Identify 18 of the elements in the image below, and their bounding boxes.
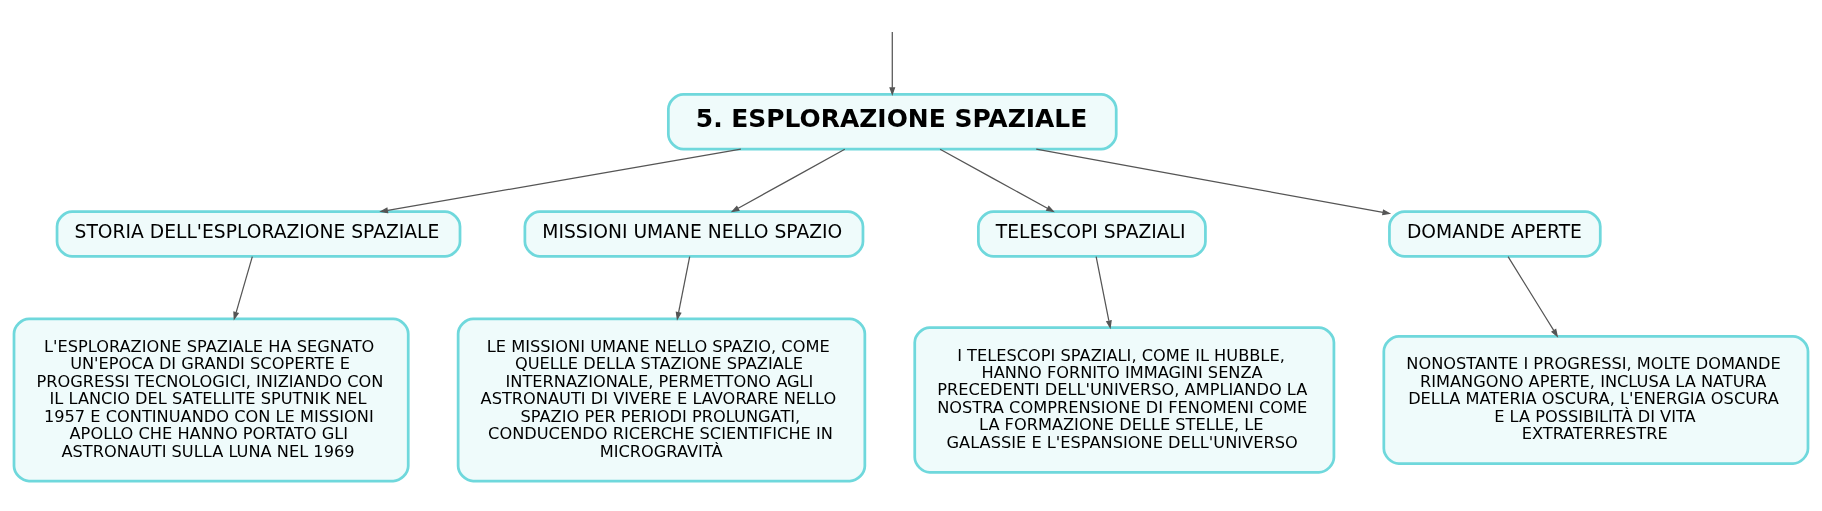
arrow (675, 255, 691, 321)
arrow (939, 148, 1055, 212)
node-box: L'ESPLORAZIONE SPAZIALE HA SEGNATO UN'EPOCA DI GRANDI SCOPERTE E PROGRESSI TECNOLOGICI, INIZIANDO CON IL LANCIO DEL SATELLITE SPUTNIK NEL 1957 E CONTINUANDO CON LE MISSIONI APOLLO CHE HANNO PORTATO GLI ASTRONAUTI SULLA LUNA NEL 1969 (12, 316, 410, 482)
node-box: STORIA DELL'ESPLORAZIONE SPAZIALE (55, 209, 462, 258)
arrow (233, 255, 253, 321)
arrow (379, 148, 742, 213)
node-box: DOMANDE APERTE (1388, 209, 1602, 258)
arrow (889, 30, 896, 96)
arrow (1035, 148, 1392, 215)
node-box: MISSIONI UMANE NELLO SPAZIO (523, 209, 865, 258)
arrow (1095, 255, 1112, 329)
arrow (730, 148, 846, 212)
node-box: NONOSTANTE I PROGRESSI, MOLTE DOMANDE RIMANGONO APERTE, INCLUSA LA NATURA DELLA MATERIA OSCURA, L'ENERGIA OSCURA E LA POSSIBILITÀ DI VITA EXTRATERRESTRE (1382, 334, 1810, 465)
node-box: TELESCOPI SPAZIALI (977, 209, 1207, 258)
node-box: I TELESCOPI SPAZIALI, COME IL HUBBLE, HANNO FORNITO IMMAGINI SENZA PRECEDENTI DELL'UNIVERSO, AMPLIANDO LA NOSTRA COMPRENSIONE DI FENOMENI COME LA FORMAZIONE DELLE STELLE, LE GALASSIE E L'ESPANSIONE DELL'UNIVERSO (913, 325, 1336, 474)
node-box: LE MISSIONI UMANE NELLO SPAZIO, COME QUELLE DELLA STAZIONE SPAZIALE INTERNAZIONALE, PERMETTONO AGLI ASTRONAUTI DI VIVERE E LAVORARE NELLO SPAZIO PER PERIODI PROLUNGATI, CONDUCENDO RICERCHE SCIENTIFICHE IN MICROGRAVITÀ (456, 316, 867, 482)
node-box: 5. ESPLORAZIONE SPAZIALE (667, 92, 1118, 151)
arrow (1507, 255, 1559, 338)
